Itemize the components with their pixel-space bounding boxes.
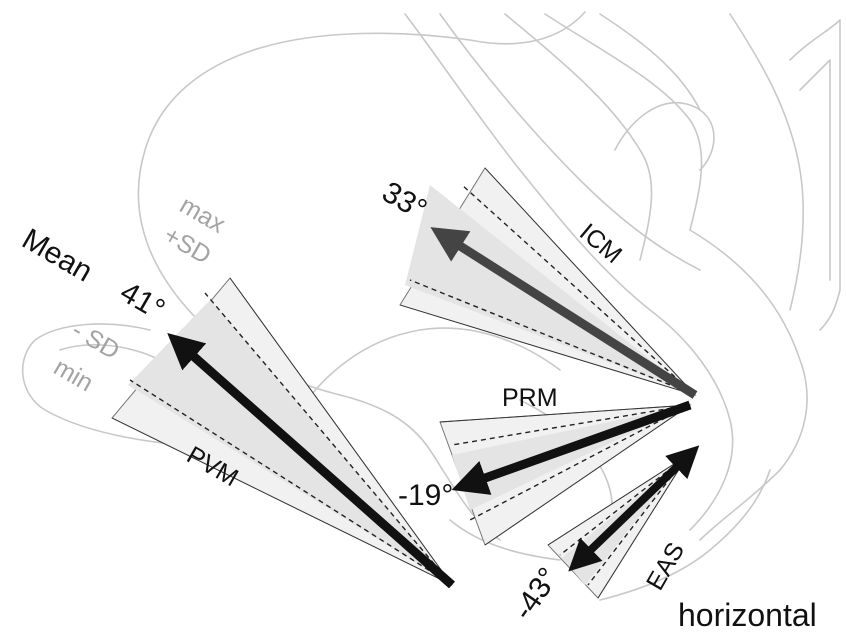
pvm-angle-label: 41° (115, 275, 171, 326)
minus-sd-label: - SD (67, 316, 124, 365)
pvm-plus-sd-line (204, 292, 453, 586)
horizontal-label: horizontal (678, 597, 817, 633)
icm-sd-fan (405, 185, 695, 395)
pvm-mean-arrow (167, 333, 455, 589)
prm-plus-sd-line (451, 404, 691, 446)
icm-fan (399, 167, 698, 399)
eas-mean-arrow (568, 445, 700, 572)
min-label: min (49, 353, 98, 397)
prm-name-label: PRM (502, 384, 558, 412)
pvm-fan (111, 277, 455, 589)
eas-fan (547, 445, 700, 599)
icm-name-label: ICM (574, 218, 627, 269)
eas-name-label: EAS (641, 538, 690, 595)
icm-plus-sd-line (461, 184, 696, 396)
prm-angle-label: -19° (398, 479, 453, 512)
icm-minus-sd-line (409, 279, 696, 396)
prm-fan (439, 400, 692, 546)
eas-angle-label: -43° (507, 562, 566, 626)
mean-label: Mean (17, 222, 98, 288)
pvm-minus-sd-line (129, 379, 453, 586)
icm-mean-arrow (430, 227, 698, 399)
